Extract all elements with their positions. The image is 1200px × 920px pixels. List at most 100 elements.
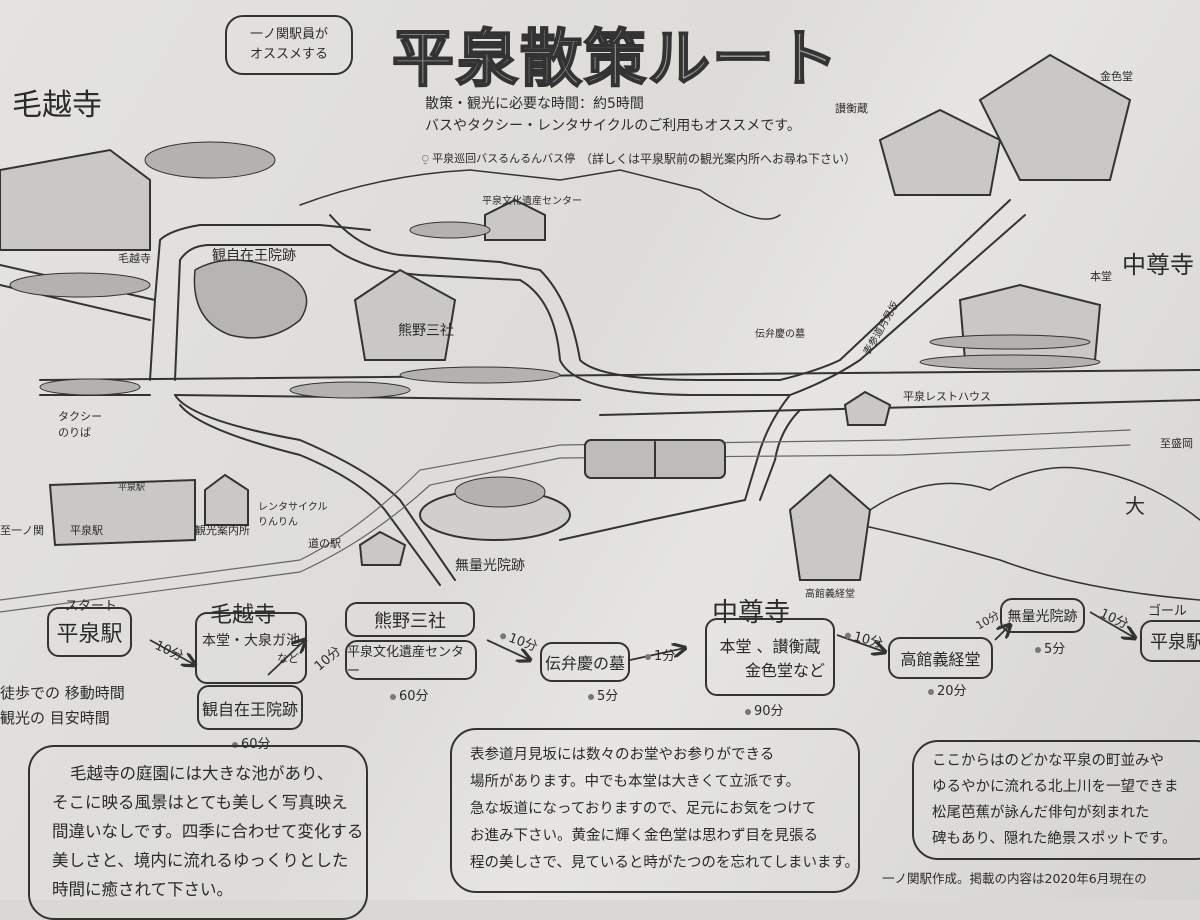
label-kumano: 熊野三社	[398, 323, 454, 339]
tourist-info-building	[204, 473, 249, 526]
dot-icon	[390, 693, 396, 700]
comment-line: 時間に癒されて下さい。	[52, 880, 234, 899]
stop-motsuji: 本堂・大泉ガ池など	[195, 612, 307, 684]
walk-arrow	[629, 648, 685, 661]
comment-takadachi: ここからはのどかな平泉の町並みや ゆるやかに流れる北上川を一望できま 松尾芭蕉が…	[912, 740, 1200, 860]
stop-line: 本堂・大泉ガ池	[202, 633, 300, 649]
stop-sub: 平泉文化遺産センター	[347, 645, 465, 679]
station-sign: 平泉駅	[118, 483, 146, 493]
label-station: 平泉駅	[70, 524, 103, 537]
label-michinoeki: 道の駅	[308, 537, 341, 550]
comment-line: 急な坂道になっておりますので、足元にお気をつけて	[470, 801, 817, 817]
kanjizaiouin-pond	[193, 259, 308, 339]
walk-time-value: 1分	[654, 649, 676, 664]
stop-line: 金色堂など	[744, 661, 825, 680]
time-value: 5分	[1044, 642, 1066, 657]
label-rental-cycle-2: りんりん	[258, 517, 298, 528]
stop-takadachi: 高館義経堂	[888, 637, 993, 679]
label-daimonji: 大	[1125, 494, 1145, 518]
dot-icon	[844, 631, 852, 639]
info-line-2: バスやタクシー・レンタサイクルのご利用もオススメです。	[425, 118, 801, 134]
label-tourist-info: 観光案内所	[195, 524, 250, 537]
stop-time: 20分	[928, 680, 967, 699]
dot-icon	[499, 631, 508, 640]
label-konjikido: 金色堂	[1100, 70, 1133, 83]
stop-time: 5分	[1035, 638, 1065, 657]
station-building	[48, 478, 196, 547]
label-chusonji: 中尊寺	[1122, 251, 1194, 279]
dot-icon	[745, 708, 751, 715]
walk-arrow	[836, 634, 885, 652]
comment-line: ゆるやかに流れる北上川を一望できま	[932, 779, 1179, 795]
stop-hiraizumi-station-start: 平泉駅	[47, 607, 132, 657]
comment-line: 碑もあり、隠れた絶景スポットです。	[932, 831, 1177, 847]
map-title: 平泉散策ルート	[391, 21, 841, 96]
stop-kanjizaiouin: 観自在王院跡	[197, 685, 303, 730]
motsuji-heading: 毛越寺	[12, 88, 102, 123]
stop-culture-center: 平泉文化遺産センター	[345, 640, 477, 680]
stop-name: 無量光院跡	[1007, 608, 1078, 625]
dot-icon	[588, 693, 594, 700]
stop-time: 90分	[745, 700, 784, 719]
label-muryokoin: 無量光院跡	[455, 558, 525, 574]
label-taxi-2: のりば	[58, 426, 91, 439]
stop-line: など	[277, 652, 299, 665]
stop-name: 平泉駅	[56, 622, 123, 647]
kumano-shrine	[353, 268, 457, 361]
start-label: スタート	[65, 599, 118, 614]
stop-chusonji: 本堂 、讃衡蔵金色堂など	[705, 618, 835, 696]
comment-line: 間違いなしです。四季に合わせて変化する	[52, 822, 364, 841]
buildings	[0, 53, 1132, 581]
comment-line: お進み下さい。黄金に輝く金色堂は思わず目を見張る	[470, 828, 818, 844]
stop-name: 高館義経堂	[900, 650, 981, 669]
time-value: 60分	[399, 689, 429, 704]
motsuji-building	[0, 148, 151, 251]
resthouse-building	[843, 390, 892, 426]
stop-time: 60分	[232, 733, 271, 752]
info-line-1: 散策・観光に必要な時間：約5時間	[425, 96, 644, 112]
goal-label: ゴール	[1148, 604, 1188, 619]
michinoeki-building	[358, 530, 407, 566]
label-rental-cycle: レンタサイクルりんりん	[258, 498, 328, 528]
comment-chusonji: 表参道月見坂には数々のお堂やお参りができる 場所があります。中でも本堂は大きくて…	[450, 728, 860, 893]
label-motsuji: 毛越寺	[118, 252, 151, 265]
railway	[0, 429, 1131, 613]
stop-time: 5分	[588, 685, 618, 704]
bus-stop-legend-text: 平泉巡回バスるんるんバス停	[432, 152, 576, 165]
stop-title-chusonji: 中尊寺	[712, 598, 791, 628]
stop-name: 平泉駅	[1150, 632, 1200, 653]
recommend-line-1: 一ノ関駅員が	[249, 27, 328, 42]
label-culture-center: 平泉文化遺産センター	[482, 196, 582, 207]
label-sankozo: 讃衡蔵	[835, 102, 868, 115]
stop-hiraizumi-station-goal: 平泉駅	[1140, 620, 1200, 662]
dot-icon	[645, 653, 651, 660]
recommend-bubble: 一ノ関駅員が オススメする	[225, 15, 353, 75]
label-taxi: タクシーのりば	[58, 408, 102, 440]
comment-line: 美しさと、境内に流れるゆっくりとした	[52, 851, 349, 870]
comment-line: 程の美しさで、見ていると時がたつのを忘れてしまいます。	[470, 855, 860, 871]
kitakami-river	[859, 524, 1200, 601]
comment-line: 松尾芭蕉が詠んだ俳句が刻まれた	[932, 805, 1150, 821]
train-illustration	[584, 439, 726, 479]
label-taxi-1: タクシー	[58, 410, 102, 423]
walk-arrow	[486, 639, 530, 660]
footer-credit: 一ノ関駅作成。掲載の内容は2020年6月現在の	[882, 871, 1147, 886]
takadachi-building	[788, 473, 872, 581]
time-value: 20分	[937, 684, 967, 699]
time-value: 90分	[754, 704, 784, 719]
stop-kumano: 熊野三社	[345, 602, 475, 637]
time-value: 60分	[241, 737, 271, 752]
label-kanjizaiouin: 観自在王院跡	[212, 248, 296, 264]
legend-walk-time: 徒歩での 移動時間	[0, 684, 125, 702]
walk-time: 1分	[645, 645, 675, 664]
culture-center-building	[484, 198, 546, 241]
comment-line: ここからはのどかな平泉の町並みや	[932, 753, 1164, 769]
route-arrows	[149, 611, 1200, 676]
comment-line: そこに映る風景はとても美しく写真映え	[52, 793, 348, 812]
stop-muryokoin: 無量光院跡	[1000, 598, 1085, 633]
label-hondo: 本堂	[1090, 270, 1112, 283]
label-to-morioka: 至盛岡	[1160, 437, 1193, 450]
label-benkei: 伝弁慶の墓	[755, 329, 805, 340]
stop-benkei: 伝弁慶の墓	[540, 642, 630, 682]
